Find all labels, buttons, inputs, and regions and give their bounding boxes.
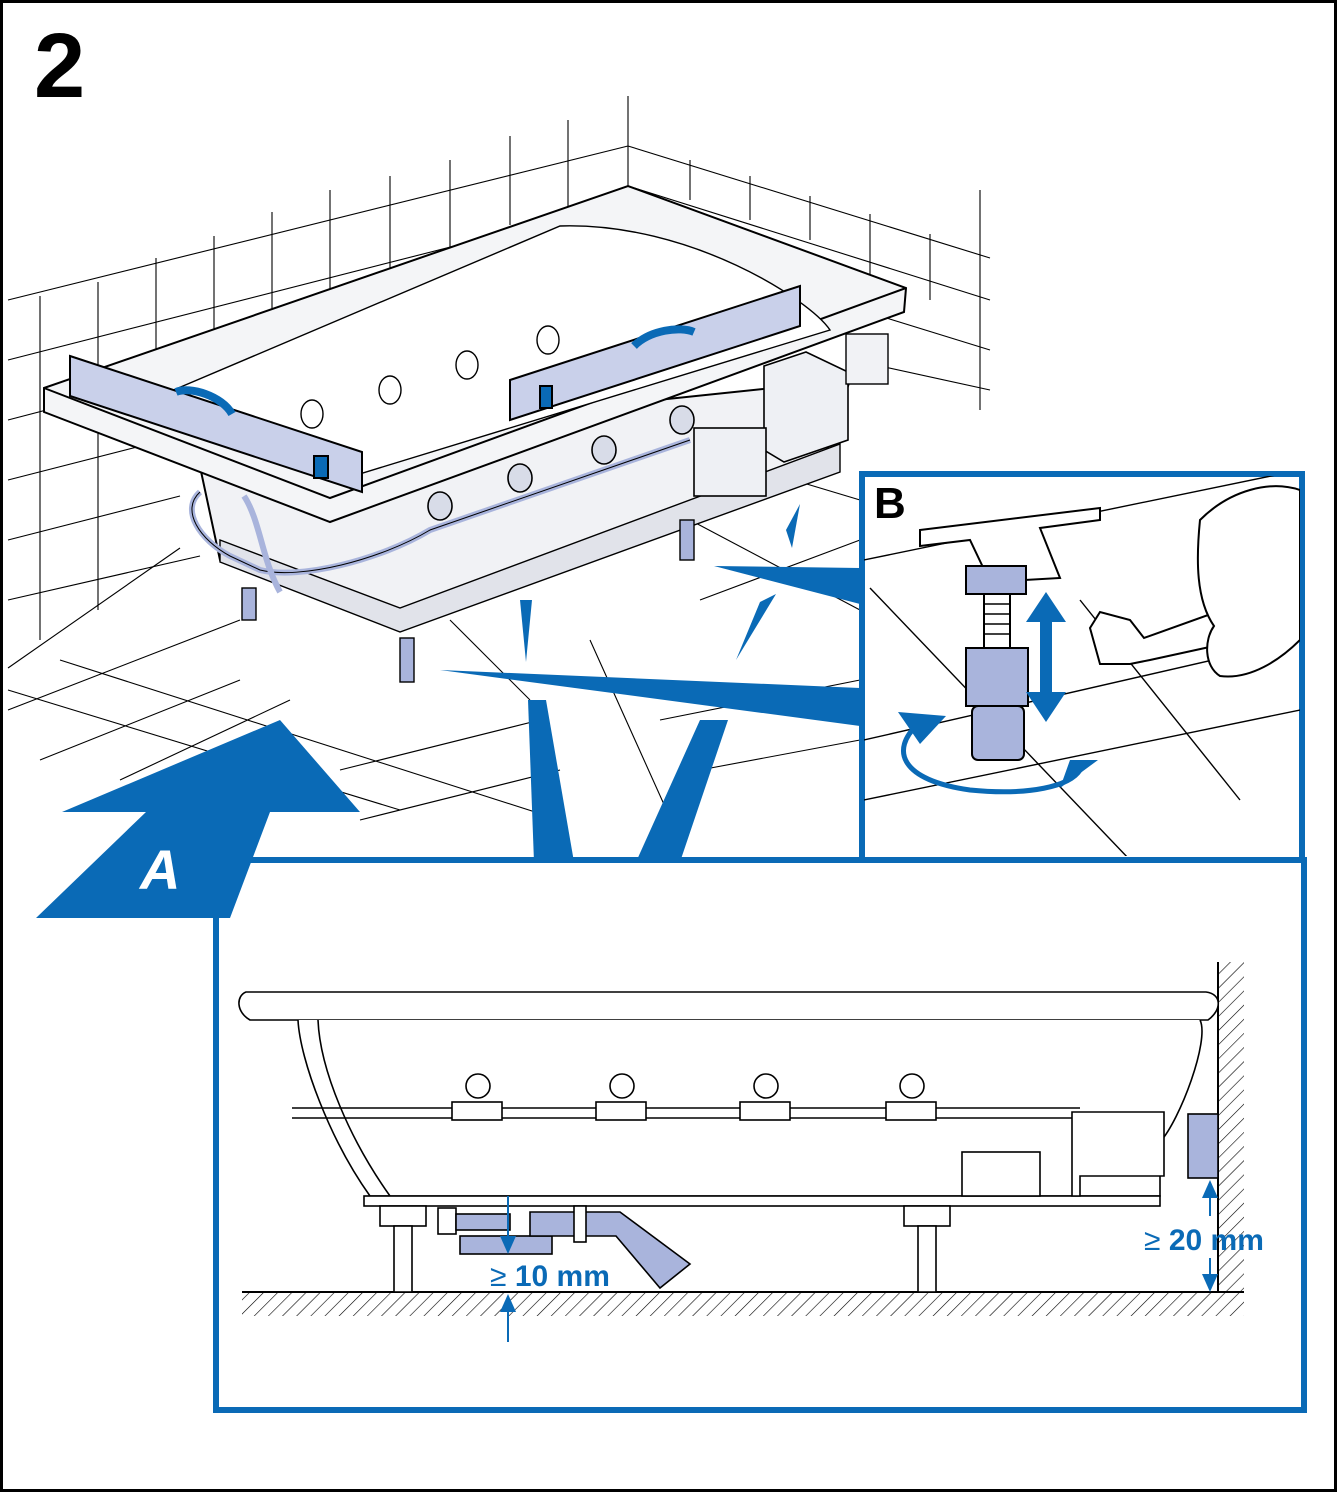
- adjustable-foot: [241, 587, 257, 621]
- control-box: [961, 1151, 1041, 1197]
- jet-icon: [595, 1073, 647, 1121]
- callout-arrow-a: [36, 720, 360, 918]
- drain-trap: [437, 1205, 692, 1290]
- dimension-symbol: ≥: [490, 1260, 507, 1293]
- adjustable-foot: [399, 637, 415, 683]
- tiled-wall-and-floor: [7, 96, 991, 841]
- hand: [1196, 485, 1300, 678]
- dimension-value: 10 mm: [514, 1260, 610, 1293]
- spirit-level-icon: [69, 354, 363, 494]
- wall-hatch: [1218, 962, 1244, 1292]
- jet-icon: [300, 399, 324, 429]
- drain-clearance-label: ≥ 10 mm: [490, 1262, 610, 1292]
- detail-a-label: A: [140, 838, 181, 901]
- callout-beam: [440, 504, 860, 862]
- bathtub: [43, 184, 908, 683]
- dimension-value: 20 mm: [1168, 1224, 1264, 1257]
- rotate-arrow-icon: [898, 712, 1098, 795]
- tub-section: [238, 991, 1220, 1293]
- control-box: [693, 427, 767, 497]
- adjustable-foot: [379, 1205, 427, 1293]
- wall-connection-plate: [845, 333, 889, 385]
- detail-b-label: B: [874, 479, 906, 528]
- adjustable-foot: [679, 519, 695, 561]
- pump-unit: [1071, 1111, 1165, 1197]
- up-down-arrow-icon: [1026, 592, 1066, 722]
- jet-icon: [451, 1073, 503, 1121]
- dimension-wall-clearance: [1202, 1180, 1218, 1292]
- detail-a-frame: [213, 857, 1307, 1413]
- dimension-drain-clearance: [500, 1196, 516, 1342]
- detail-b-content: [864, 476, 1300, 856]
- step-number: 2: [34, 15, 86, 117]
- spirit-level-icon: [509, 284, 801, 422]
- dimension-symbol: ≥: [1144, 1224, 1161, 1257]
- jet-icon: [739, 1073, 791, 1121]
- wall-clearance-label: ≥ 20 mm: [1144, 1226, 1264, 1256]
- jet-icon: [536, 325, 560, 355]
- wall-connection-plate: [1187, 1113, 1219, 1179]
- adjustable-foot: [903, 1205, 951, 1293]
- jet-icon: [455, 350, 479, 380]
- jet-icon: [378, 375, 402, 405]
- jet-icon: [885, 1073, 937, 1121]
- floor-hatch: [242, 1292, 1244, 1316]
